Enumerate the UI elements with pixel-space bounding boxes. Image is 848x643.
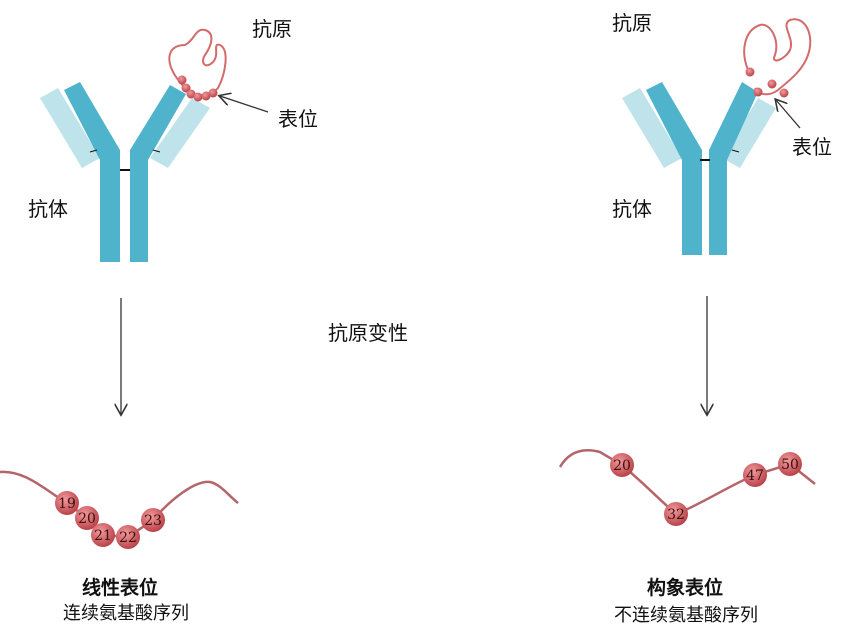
denaturation-label: 抗原变性: [328, 321, 408, 345]
epitope-pointer-left: [220, 96, 269, 113]
residue-number: 50: [781, 457, 799, 473]
residue-bead: [141, 508, 165, 532]
epitope-pointer-right: [776, 100, 801, 129]
residue-bead: [91, 523, 115, 547]
antigen-label-right: 抗原: [612, 11, 652, 35]
light-chain-left: [40, 88, 100, 168]
antibody-right: [622, 82, 776, 255]
antigen-label-left: 抗原: [252, 17, 292, 41]
antibody-label-right: 抗体: [612, 197, 652, 221]
linear-strand: [0, 470, 239, 539]
conformational-strand: [558, 449, 816, 516]
residue-number: 47: [746, 468, 764, 484]
linear-epitope-subtitle: 连续氨基酸序列: [63, 603, 189, 624]
residue-number: 19: [58, 496, 76, 512]
conformational-epitope-subtitle: 不连续氨基酸序列: [614, 605, 758, 626]
residue-number: 21: [94, 528, 112, 544]
residue-bead: [610, 453, 634, 477]
residue-bead: [116, 525, 140, 549]
residue-number: 23: [144, 513, 162, 529]
residue-number: 20: [613, 458, 631, 474]
residue-bead: [55, 491, 79, 515]
linear-epitope-title: 线性表位: [82, 576, 158, 599]
residue-bead: [778, 452, 802, 476]
antigen-right: [743, 18, 812, 98]
residue-bead: [743, 463, 767, 487]
epitope-label-left: 表位: [278, 107, 318, 131]
residue-number: 20: [78, 511, 96, 527]
antibody-left: [40, 82, 210, 262]
heavy-chain-left: [64, 82, 120, 262]
conformational-epitope-beads: 20 32 47 50: [610, 452, 802, 526]
epitope-label-right: 表位: [792, 135, 832, 159]
light-chain-right: [150, 98, 210, 168]
heavy-chain-right: [130, 85, 186, 262]
residue-bead: [664, 502, 688, 526]
residue-bead: [75, 506, 99, 530]
residue-number: 32: [667, 507, 685, 523]
conformational-epitope-title: 构象表位: [647, 576, 723, 599]
antibody-label-left: 抗体: [28, 197, 68, 221]
residue-number: 22: [119, 530, 137, 546]
antigen-left: [168, 28, 227, 102]
